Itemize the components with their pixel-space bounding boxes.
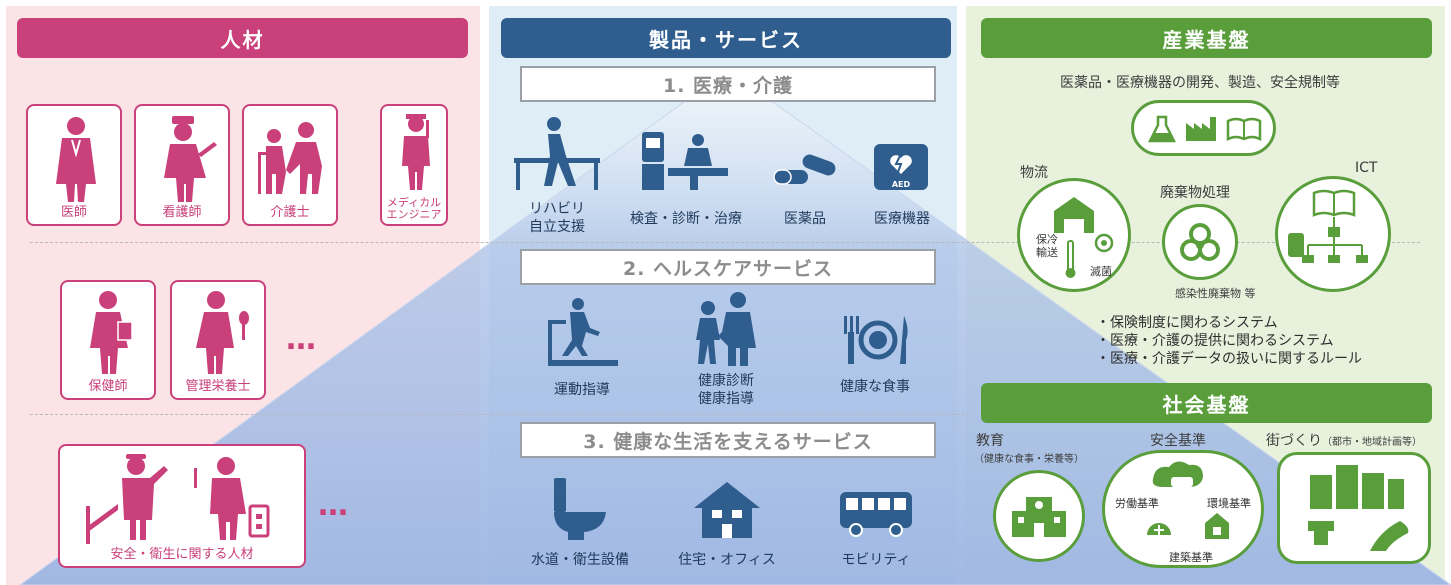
flask-icon: [1148, 115, 1176, 143]
building-standard-label: 建築基準: [1169, 551, 1213, 564]
doctor-icon: [56, 117, 96, 202]
network-icon: [1288, 189, 1368, 263]
industry-icon-pill: [1131, 100, 1276, 156]
infectious-waste-label: 感染性廃棄物 等: [1175, 287, 1256, 300]
aed-text: AED: [891, 180, 911, 189]
engineer-icon: [402, 114, 430, 190]
exercise-guidance-label: 運動指導: [554, 382, 610, 398]
bus-icon: [840, 492, 912, 537]
people-row3-ellipsis: …: [318, 488, 351, 523]
caregiver-label: 介護士: [270, 205, 310, 220]
rehabilitation-label: リハビリ自立支援: [529, 201, 585, 235]
caregiver-icon: [258, 122, 322, 194]
ict-label: ICT: [1355, 160, 1378, 176]
safety-standard-label: 安全基準: [1150, 433, 1206, 449]
medical-device-label: 医療機器: [874, 211, 930, 227]
caregiver-card: 介護士: [242, 104, 338, 226]
industry-subtitle: 医薬品・医療機器の開発、製造、安全規制等: [1060, 75, 1340, 91]
nurse-icon: [164, 116, 217, 202]
nurse-label: 看護師: [162, 205, 202, 220]
dietitian-icon: [196, 291, 249, 374]
book-icon: [1226, 117, 1262, 142]
nurse-card: 看護師: [134, 104, 230, 226]
examination-label: 検査・診断・治療: [630, 211, 742, 227]
labor-standard-label: 労働基準: [1115, 497, 1159, 510]
warehouse-icon: [1054, 197, 1114, 278]
people-header: 人材: [17, 18, 468, 58]
ict-circle: [1275, 176, 1391, 292]
water-sanitation-label: 水道・衛生設備: [531, 552, 629, 568]
separator-line-2: [30, 414, 970, 415]
safety-standards-icons: [1147, 461, 1229, 539]
town-planning-label: 街づくり（都市・地域計画等）: [1266, 433, 1422, 449]
safety-worker-icon: [86, 454, 270, 544]
logistics-circle: 保冷輸送 滅菌: [1017, 178, 1131, 292]
city-icon: [1308, 465, 1409, 551]
system-bullets: ・保険制度に関わるシステム ・医療・介護の提供に関わるシステム ・医療・介護デー…: [1096, 314, 1362, 368]
examination-icon: [642, 132, 728, 190]
education-label: 教育: [976, 433, 1004, 449]
category-healthy-living: 3. 健康な生活を支えるサービス: [520, 422, 936, 458]
safety-hygiene-card: 安全・衛生に関する人材: [58, 444, 306, 568]
public-health-nurse-icon: [90, 291, 133, 374]
products-header: 製品・サービス: [501, 18, 951, 58]
category-medical-care: 1. 医療・介護: [520, 66, 936, 102]
category-healthcare-service: 2. ヘルスケアサービス: [520, 249, 936, 285]
logistics-label: 物流: [1020, 165, 1048, 181]
aed-device-icon: [874, 144, 928, 190]
health-checkup-label: 健康診断健康指導: [698, 373, 754, 407]
factory-icon: [1186, 117, 1216, 141]
dietitian-card: 管理栄養士: [170, 280, 266, 400]
engineer-label: メディカルエンジニア: [386, 196, 442, 221]
health-checkup-icon: [696, 292, 756, 366]
cold-storage-label: 保冷輸送: [1036, 233, 1058, 259]
medicine-icon: [773, 154, 836, 185]
industry-header: 産業基盤: [981, 18, 1432, 58]
dietitian-label: 管理栄養士: [185, 379, 251, 394]
sterilization-label: 滅菌: [1090, 265, 1112, 278]
waste-label: 廃棄物処理: [1160, 185, 1230, 201]
separator-line-1: [30, 242, 1420, 243]
doctor-card: 医師: [26, 104, 122, 226]
medicine-label: 医薬品: [784, 211, 826, 227]
school-icon: [1012, 497, 1066, 537]
mobility-label: モビリティ: [841, 552, 911, 568]
people-row2-ellipsis: …: [286, 322, 319, 357]
education-sublabel: （健康な食事・栄養等）: [974, 454, 1084, 465]
bullet-care-provision: ・医療・介護の提供に関わるシステム: [1096, 333, 1334, 349]
safety-hygiene-label: 安全・衛生に関する人材: [110, 547, 254, 562]
healthy-meal-label: 健康な食事: [840, 379, 910, 395]
public-health-nurse-label: 保健師: [88, 379, 128, 394]
bullet-insurance: ・保険制度に関わるシステム: [1096, 315, 1278, 331]
doctor-label: 医師: [60, 205, 87, 220]
rehabilitation-icon: [514, 117, 600, 190]
safety-standard-circle: 労働基準 環境基準 建築基準: [1102, 450, 1264, 568]
meal-icon: [844, 316, 908, 364]
social-header: 社会基盤: [981, 383, 1432, 423]
education-circle: [993, 470, 1085, 562]
housing-office-label: 住宅・オフィス: [678, 552, 776, 568]
bullet-data-rules: ・医療・介護データの扱いに関するルール: [1096, 351, 1362, 367]
town-planning-circle: [1277, 452, 1431, 564]
exercise-icon: [548, 298, 618, 366]
public-health-nurse-card: 保健師: [60, 280, 156, 400]
environment-standard-label: 環境基準: [1207, 497, 1251, 510]
waste-circle: [1162, 204, 1238, 280]
house-icon: [694, 482, 760, 538]
biohazard-icon: [1180, 223, 1220, 261]
medical-engineer-card: メディカルエンジニア: [380, 104, 448, 226]
toilet-icon: [554, 478, 606, 540]
